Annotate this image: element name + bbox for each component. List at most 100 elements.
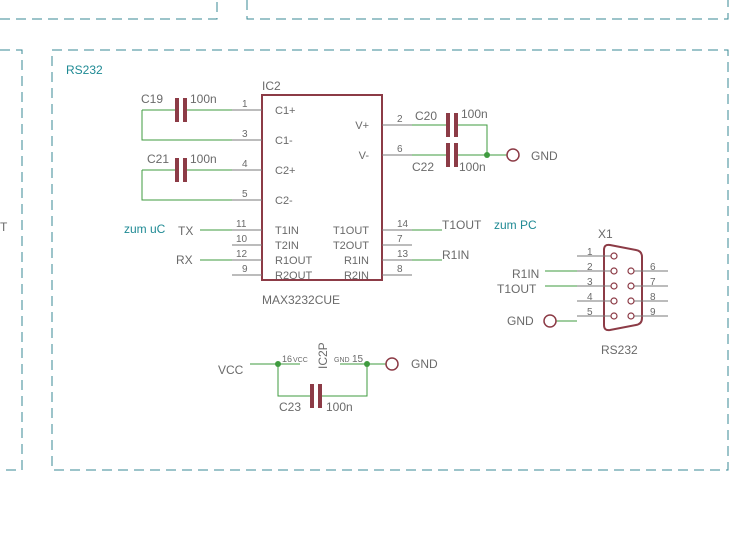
sheet-frames [0,0,729,471]
capacitor-c21[interactable] [141,158,232,201]
x1-pin-socket [610,252,618,260]
x1-pin-number: 7 [650,277,656,288]
x1-t1out-label: T1OUT [497,282,537,296]
ic2-pin-number: 9 [242,264,248,275]
ic2-name: IC2 [262,79,281,93]
capacitor-c23[interactable] [277,364,368,408]
zum-pc-label: zum PC [494,218,537,232]
capacitor-c20[interactable] [412,113,488,155]
c23-plate [318,384,322,408]
x1-pin-number: 9 [650,307,656,318]
ic2p-vcc-pin-label: VCC [293,357,308,364]
x1-part: RS232 [601,343,638,357]
ic2-pin-label: T2IN [275,240,299,252]
gnd-label-bottom: GND [411,357,438,371]
ic2[interactable] [261,94,383,281]
ic2-pin-number: 5 [242,189,248,200]
c21-name: C21 [147,152,169,166]
c19-name: C19 [141,92,163,106]
x1-pin-number: 5 [587,307,593,318]
frame-left-sheet [0,49,23,471]
ic2-pin-label: T1IN [275,225,299,237]
c19-wire [141,110,232,141]
ic2-pin-number: 14 [397,219,409,230]
x1-pin-socket [610,282,618,290]
connector-x1[interactable] [577,243,668,332]
ic2-pin-number: 10 [236,234,248,245]
c19-value: 100n [190,92,217,106]
capacitor-c19[interactable] [141,98,232,141]
ic2-pin-label: R2OUT [275,270,313,282]
c19-plate [183,98,187,122]
c22-name: C22 [412,160,434,174]
ic2-pin-label: V+ [355,120,369,132]
c20-wire [458,124,488,155]
c22-plate [446,143,450,167]
ic2-pin-label: T2OUT [333,240,369,252]
x1-pin-number: 6 [650,262,656,273]
vcc-net-label: VCC [218,363,244,377]
ic2-body [261,94,383,281]
tx-net-label: TX [178,224,193,238]
x1-r1in-label: R1IN [512,267,539,281]
ic2-right-pins [382,124,412,276]
ic2p-vcc-pin-number: 16 [282,354,292,364]
frame-rs232-sheet [51,49,729,471]
x1-pin-number: 1 [587,247,593,258]
x1-body [603,243,643,332]
ic2-pin-number: 4 [242,159,248,170]
x1-pin-socket [610,267,618,275]
c20-value: 100n [461,107,488,121]
ic2p-name: IC2P [316,342,330,369]
ic2-pin-label: R1IN [344,255,369,267]
c21-plate [175,158,179,182]
c23-wire [322,364,368,397]
ic2-pin-label: R2IN [344,270,369,282]
ic2-pin-number: 12 [236,249,248,260]
ic2-pin-label: C2+ [275,165,296,177]
c20-plate [446,113,450,137]
capacitor-c22[interactable] [412,143,507,167]
c23-wire [277,364,310,397]
ic2-pin-number: 2 [397,114,403,125]
left-edge-fragment: T [0,220,8,234]
gnd-terminal-top[interactable] [506,148,520,162]
ic2-pin-label: T1OUT [333,225,369,237]
c23-plate [310,384,314,408]
ic2-left-pins [232,109,262,276]
ic2-pin-label: R1OUT [275,255,313,267]
c21-plate [183,158,187,182]
c22-plate [454,143,458,167]
frame-top-right [246,0,729,20]
x1-pin-socket [610,312,618,320]
c22-value: 100n [459,160,486,174]
ic2-pin-label: C2- [275,195,293,207]
ic2-pin-number: 1 [242,99,248,110]
ic2-pin-number: 6 [397,144,403,155]
x1-pin-socket [627,267,635,275]
r1in-net-label: R1IN [442,248,469,262]
c20-name: C20 [415,109,437,123]
x1-pin-socket [627,312,635,320]
ic2-pin-label: C1+ [275,105,296,117]
ic2-part: MAX3232CUE [262,293,340,307]
ic2p-gnd-pin-number: 15 [352,354,364,365]
gnd-terminal-bottom[interactable] [385,357,399,371]
c19-plate [175,98,179,122]
ic2-pin-label: C1- [275,135,293,147]
ic2-pin-label: V- [359,150,370,162]
x1-pin-number: 3 [587,277,593,288]
c21-value: 100n [190,152,217,166]
section-label: RS232 [66,63,103,77]
ic2p-gnd-pin-label: GND [334,357,350,364]
x1-gnd-terminal[interactable] [543,314,557,328]
x1-pin-socket [627,297,635,305]
c23-name: C23 [279,400,301,414]
junction-dot [484,152,490,158]
x1-gnd-label: GND [507,314,534,328]
ic2-pin-number: 8 [397,264,403,275]
ic2-pin-number: 11 [236,219,247,230]
c23-value: 100n [326,400,353,414]
x1-name: X1 [598,227,613,241]
